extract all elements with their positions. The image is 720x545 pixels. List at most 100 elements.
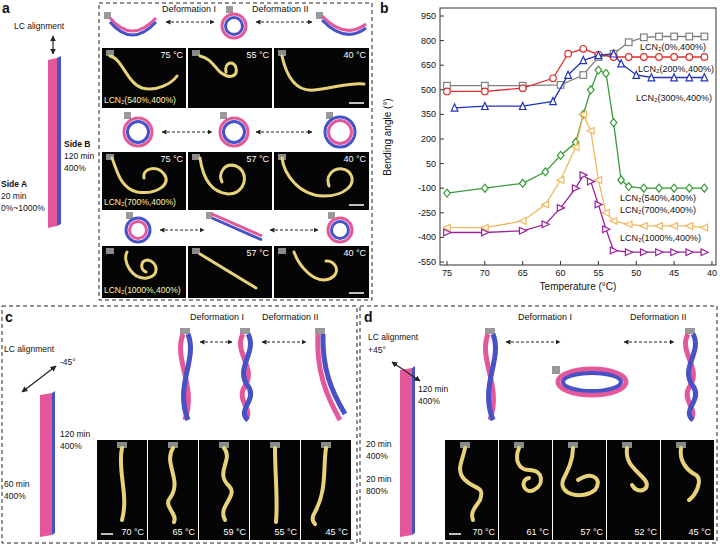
photo-panel: 40 °C (274, 246, 369, 298)
data-marker (542, 221, 549, 228)
data-marker (482, 184, 489, 192)
data-marker (602, 210, 609, 217)
data-marker (671, 33, 678, 40)
film-side-b (57, 56, 61, 226)
data-marker (572, 185, 579, 192)
sample-ribbon (126, 252, 156, 278)
photo-background (102, 48, 186, 108)
dashed-frame (99, 3, 372, 300)
sample-name: LCN₂(1000%,400%) (104, 286, 181, 296)
sample-ribbon (313, 448, 326, 524)
tick-label: 50 (426, 158, 436, 168)
data-marker (671, 74, 678, 81)
x-tick (522, 261, 523, 265)
series-label: LCN₂(300%,400%) (636, 93, 712, 103)
alignment-arrow (52, 36, 53, 54)
ring-schematic (558, 369, 626, 395)
transition-arrow (506, 342, 560, 343)
data-marker (550, 98, 557, 105)
data-marker (444, 189, 451, 197)
y-tick (440, 237, 444, 238)
photo-panel: 57 °C (188, 246, 272, 298)
sample-ribbon (200, 56, 236, 76)
photo-background (553, 440, 606, 540)
sample-ribbon (200, 158, 244, 194)
temperature-label: 75 °C (160, 50, 183, 60)
data-marker (670, 223, 677, 230)
data-series-line (447, 70, 704, 193)
film-side-b (52, 391, 55, 535)
strip-schematic (220, 118, 248, 146)
data-marker (580, 72, 587, 79)
scale-bar (449, 533, 461, 535)
data-marker (648, 74, 655, 81)
strip-schematic (322, 20, 366, 34)
photo-panel: 75 °C LCN₂(700%,400%) (102, 152, 186, 210)
strip-schematic (224, 122, 245, 143)
data-marker (610, 218, 617, 225)
strip-schematic (329, 121, 352, 144)
film-side-a (40, 393, 52, 537)
sample-name: LCN₂(700%,400%) (104, 198, 176, 208)
strip-schematic (110, 22, 156, 35)
data-marker (656, 54, 663, 61)
tick-label: 950 (421, 11, 436, 21)
temperature-label: 45 °C (688, 527, 711, 537)
clamp (685, 328, 695, 334)
data-marker (610, 247, 617, 254)
tick-label: -100 (418, 183, 436, 193)
ribbon-schematic (323, 334, 345, 414)
temperature-label: 40 °C (343, 154, 366, 164)
scale-bar (349, 292, 364, 294)
tick-label: 650 (421, 60, 436, 70)
data-marker (587, 128, 594, 135)
ribbon-schematic (183, 334, 190, 420)
sample-ribbon (517, 448, 541, 491)
clamp (240, 328, 250, 334)
temperature-label: 75 °C (160, 154, 183, 164)
sample-ribbon (110, 56, 177, 89)
y-tick (440, 114, 444, 115)
data-marker (671, 249, 678, 256)
data-marker (557, 151, 564, 159)
data-marker (641, 184, 648, 192)
data-marker (565, 71, 572, 78)
treatment-label: 20 min (366, 475, 392, 485)
photo-background (274, 48, 369, 108)
temperature-label: 70 °C (472, 527, 495, 537)
data-marker (686, 54, 693, 61)
data-marker (610, 50, 617, 57)
sample-ribbon (121, 448, 125, 520)
photo-panel: 61 °C (499, 440, 552, 540)
sample-name: LCN₂(540%,400%) (104, 96, 176, 106)
alignment-arrow (22, 366, 56, 392)
data-marker (625, 39, 632, 46)
photo-panel: 45 °C (301, 440, 351, 540)
photo-panel: 55 °C (188, 48, 272, 108)
clamp (104, 12, 111, 19)
photo-panel: 57 °C (188, 152, 272, 210)
temperature-label: 52 °C (634, 527, 657, 537)
clamp (315, 328, 325, 334)
axis-title: Temperature (°C) (540, 281, 617, 293)
data-marker (451, 104, 458, 111)
y-tick (440, 40, 444, 41)
scale-bar (349, 204, 364, 206)
photo-background (102, 152, 186, 210)
data-marker (550, 75, 557, 82)
y-tick (440, 212, 444, 213)
strain-label: 400% (418, 397, 440, 407)
tick-label: 45 (669, 268, 679, 278)
temperature-label: 70 °C (121, 527, 144, 537)
photo-background (499, 440, 552, 540)
tick-label: 800 (421, 35, 436, 45)
ribbon-schematic (688, 334, 695, 420)
data-marker (572, 144, 579, 151)
axis-title: Bending angle (°) (382, 98, 394, 175)
ring-schematic (563, 373, 621, 391)
strain-label: 400% (4, 492, 26, 502)
sample-ribbon (460, 448, 481, 520)
tick-label: 65 (518, 268, 528, 278)
y-tick (440, 188, 444, 189)
